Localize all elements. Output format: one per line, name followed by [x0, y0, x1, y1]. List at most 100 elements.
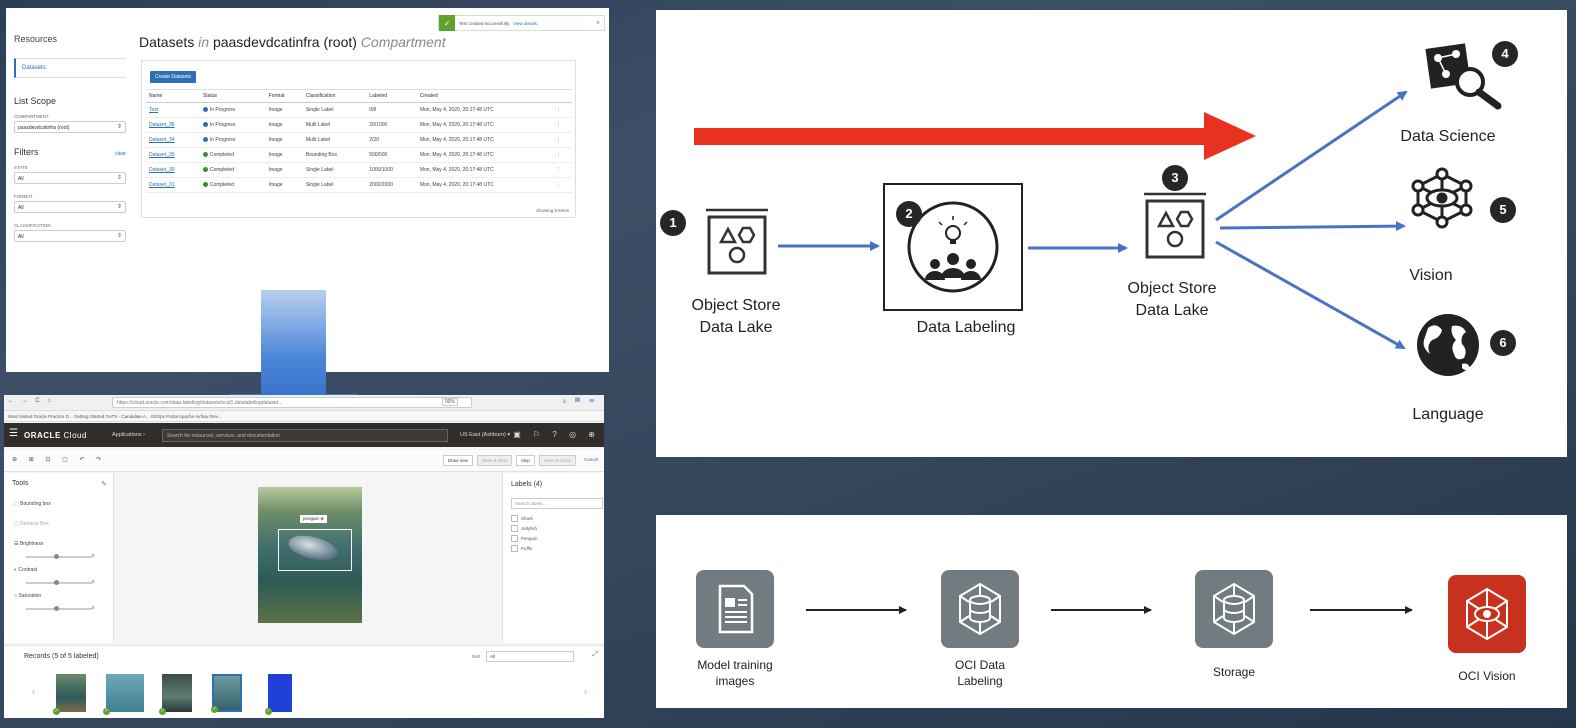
status-text: Completed — [209, 182, 235, 188]
sidebar-item-datasets[interactable]: Datasets — [14, 58, 126, 78]
applications-menu[interactable]: Applications › — [112, 432, 146, 438]
console-search-input[interactable]: Search for resources, services, and docu… — [162, 429, 448, 442]
bounding-box-label[interactable]: penguin ⊗ — [300, 515, 328, 523]
bookmarks-bar[interactable]: Most Visited Oracle Practice D... Gettin… — [4, 411, 604, 422]
tool-saturation: ○ Saturation — [14, 593, 42, 599]
classification-cell: Bounding Box — [302, 147, 367, 163]
label-line: Data Lake — [1135, 302, 1209, 319]
tool-remove-box[interactable]: ▢ Remove Box — [14, 521, 49, 527]
expand-icon[interactable]: ⤢ — [592, 651, 598, 658]
create-datasets-button[interactable]: Create Datasets — [150, 71, 197, 83]
classification-cell: Single Label — [302, 177, 367, 193]
state-select[interactable]: All — [14, 172, 126, 184]
annotation-canvas[interactable]: penguin ⊗ — [116, 473, 500, 643]
toolbar-button-draw-new[interactable]: Draw new — [442, 455, 473, 466]
toolbar-button-save-close[interactable]: Save & Close — [538, 455, 576, 466]
toolbar-button-save-next[interactable]: Save & Next — [476, 455, 512, 466]
oracle-cloud-logo[interactable]: ORACLE Cloud — [24, 431, 87, 440]
saturation-slider[interactable] — [26, 606, 92, 611]
row-actions-icon[interactable]: ⋮ — [553, 147, 572, 163]
browser-extension-icons[interactable]: ⤓ ▥ ☰ — [562, 398, 598, 404]
status-text: Completed — [209, 167, 235, 173]
dataset-name-link[interactable]: Dataset_34 — [146, 132, 200, 148]
label-option[interactable]: Shark — [511, 515, 533, 522]
hamburger-menu-icon[interactable]: ☰ — [9, 428, 18, 439]
dataset-name-link[interactable]: Dataset_31 — [146, 177, 200, 193]
storage-tile — [1195, 570, 1273, 648]
row-actions-icon[interactable]: ⋮ — [553, 177, 572, 193]
sort-select[interactable]: All — [486, 651, 574, 662]
record-thumbnail[interactable]: ✓ — [159, 674, 192, 715]
dataset-name-link[interactable]: Dataset_30 — [146, 162, 200, 178]
label-line: OCI Data — [954, 658, 1005, 672]
clear-filters-link[interactable]: clear — [115, 151, 126, 157]
records-strip: Records (5 of 5 labeled) Sort All ⤢ ‹ ✓ … — [4, 645, 604, 718]
record-thumbnail-selected[interactable]: ✓ — [211, 674, 242, 713]
labels-search-input[interactable]: Search labels... — [511, 498, 603, 509]
toolbar-button-skip[interactable]: Skip — [515, 455, 535, 466]
row-actions-icon[interactable]: ⋮ — [553, 162, 572, 178]
row-actions-icon[interactable]: ⋮ — [553, 132, 572, 148]
browser-toolbar: ← → C ⌂ https://cloud.oracle.com/data-la… — [4, 395, 604, 411]
labeled-check-icon: ✓ — [211, 706, 218, 713]
region-selector[interactable]: US East (Ashburn) ▾ — [460, 432, 511, 438]
close-icon[interactable]: × — [595, 19, 600, 27]
browser-nav-buttons[interactable]: ← → C ⌂ — [8, 398, 54, 404]
sort-label: Sort — [472, 654, 481, 659]
bounding-box[interactable] — [278, 529, 352, 571]
list-scope-heading: List Scope — [14, 96, 57, 106]
tool-bounding-box[interactable]: ⬚ Bounding box — [14, 501, 51, 507]
labeled-check-icon: ✓ — [265, 708, 272, 715]
dataset-name-link[interactable]: Dataset_35 — [146, 147, 200, 163]
view-details-link[interactable]: View details. — [512, 20, 539, 26]
label-line: Language — [1412, 406, 1484, 423]
chevron-left-icon[interactable]: ‹ — [32, 686, 35, 696]
classification-select[interactable]: All — [14, 230, 126, 242]
header-action-icons[interactable]: ▣ ⚐ ? ◎ ⊕ — [513, 430, 600, 439]
row-actions-icon[interactable]: ⋮ — [553, 102, 572, 118]
column-header[interactable]: Name — [146, 89, 200, 103]
chevron-right-icon[interactable]: › — [584, 686, 587, 696]
penguin-image[interactable]: penguin ⊗ — [258, 487, 362, 623]
column-header[interactable]: Classification — [302, 89, 367, 103]
dataset-name-link[interactable]: Dataset_36 — [146, 117, 200, 133]
dataset-name-link[interactable]: Test — [146, 102, 200, 118]
record-thumbnail[interactable]: ✓ — [103, 674, 144, 715]
format-select[interactable]: All — [14, 201, 126, 213]
pipeline-diagram: Model training images OCI Data Labeling … — [656, 515, 1567, 708]
record-thumbnail[interactable]: ✓ — [265, 674, 292, 715]
row-actions-icon[interactable]: ⋮ — [553, 117, 572, 133]
tool-label: Remove Box — [20, 521, 49, 527]
contrast-slider[interactable] — [26, 580, 92, 585]
architecture-diagram: 1 2 3 4 5 6 Object Store Data Lake Data … — [656, 10, 1567, 457]
record-thumbnail[interactable]: ✓ — [53, 674, 86, 715]
column-header[interactable]: Status — [199, 89, 266, 103]
column-header-actions — [553, 89, 572, 103]
column-header[interactable]: Format — [265, 89, 303, 103]
logo-main: ORACLE — [24, 431, 61, 440]
editor-tool-icons[interactable]: ⊕ ⊞ ⊡ ▢ ↶ ↷ — [12, 457, 107, 463]
label-line: Model training — [697, 658, 773, 672]
label-option[interactable]: Puffin — [511, 545, 532, 552]
zoom-level[interactable]: 90% — [442, 398, 459, 406]
toolbar-button-cancel[interactable]: Cancel — [583, 457, 598, 462]
tool-label: Bounding box — [20, 501, 51, 507]
address-bar[interactable]: https://cloud.oracle.com/data-labeling/d… — [112, 397, 472, 408]
step-badge: 3 — [1162, 165, 1188, 191]
created-cell: Mon, May 4, 2020, 20:17:48 UTC — [416, 177, 554, 193]
column-header[interactable]: Created — [416, 89, 554, 103]
brightness-slider[interactable] — [26, 554, 92, 559]
label-option[interactable]: Jellyfish — [511, 525, 537, 532]
pencil-icon[interactable]: ✎ — [101, 481, 107, 488]
label-option[interactable]: Penguin — [511, 535, 538, 542]
column-header[interactable]: Labeled — [366, 89, 417, 103]
compartment-select[interactable]: paasdevdcatinfra (root) — [14, 121, 126, 133]
